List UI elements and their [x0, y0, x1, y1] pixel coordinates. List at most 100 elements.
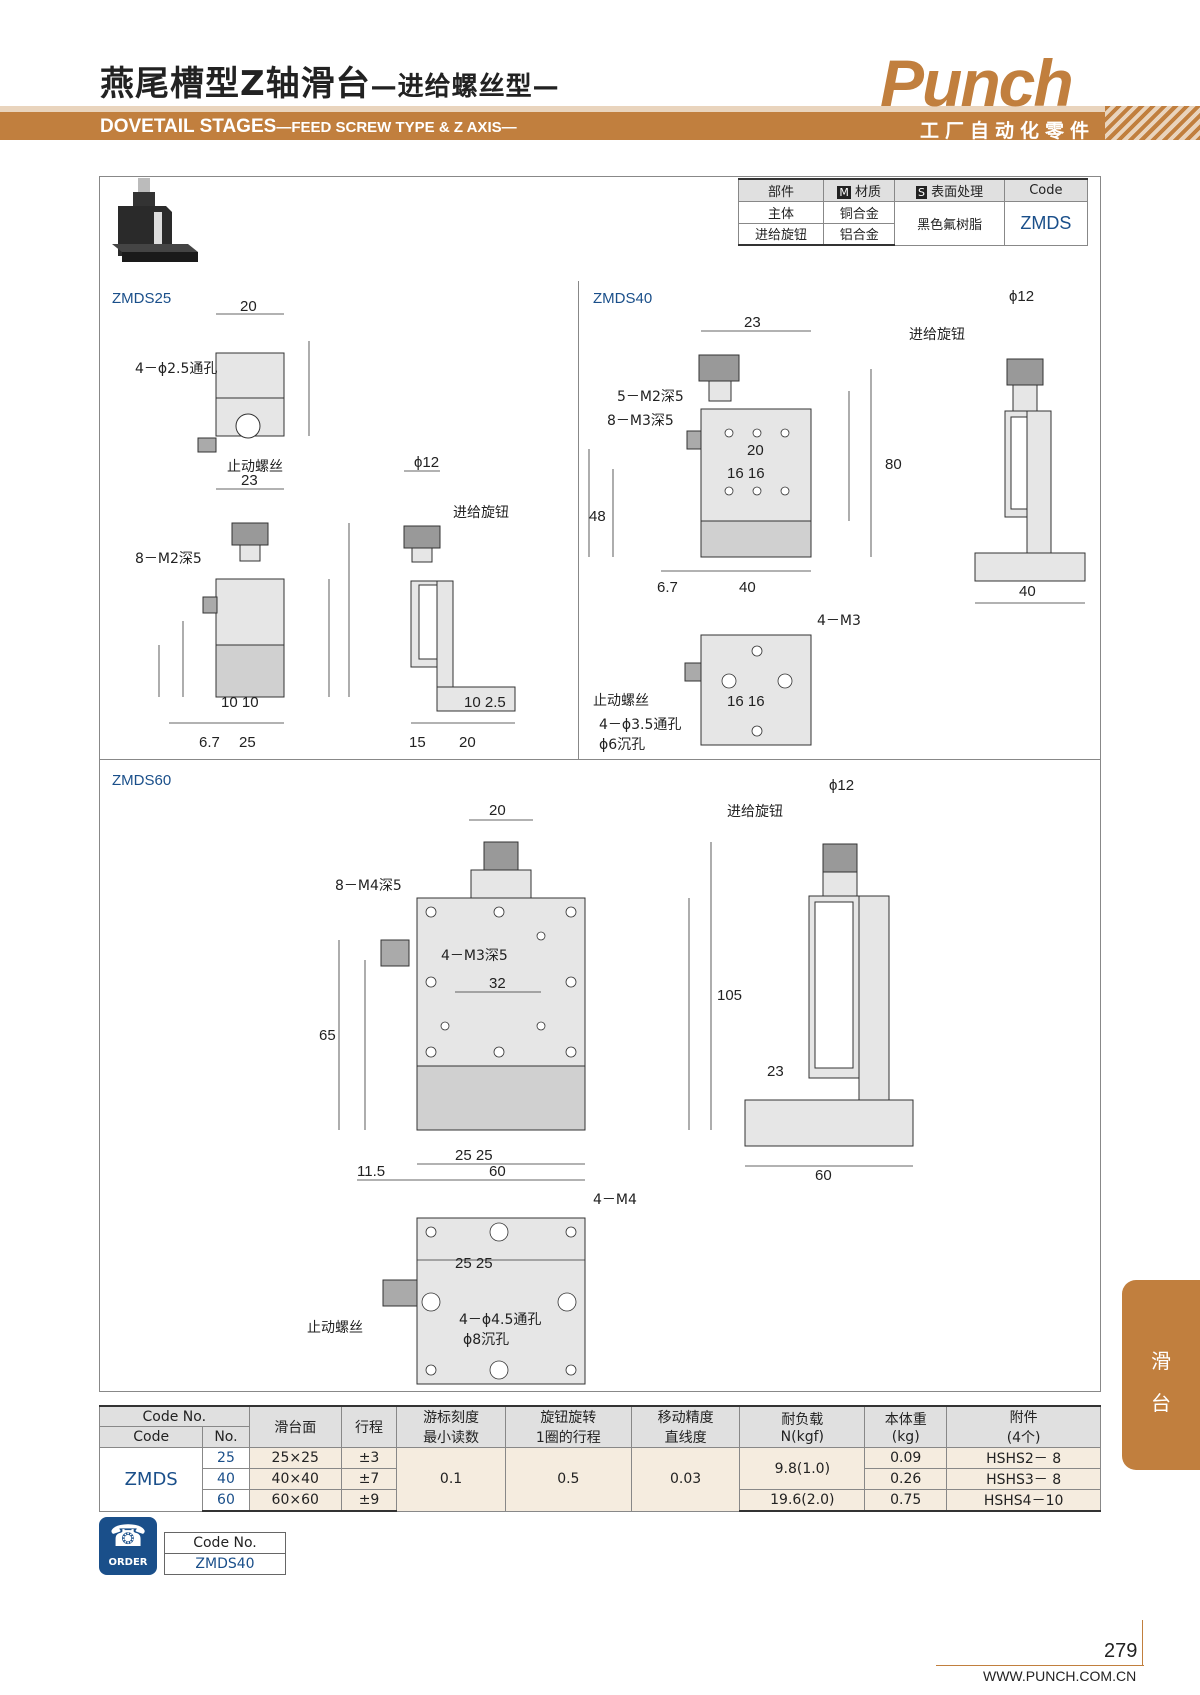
st-h-weight-1: 本体重 [884, 1412, 927, 1428]
website-link[interactable]: WWW.PUNCH.COM.CN [983, 1668, 1137, 1684]
order-code-table: Code No. ZMDS40 [164, 1532, 286, 1575]
dim-10b: 10 2.5 [464, 694, 506, 711]
z40-counterbore [721, 673, 737, 689]
z40-side-stem [1012, 384, 1038, 412]
st-h-load-1: 耐负载 [781, 1412, 824, 1428]
z60-counterbore [421, 1292, 441, 1312]
z60-m3-label: 4－M3深5 [441, 948, 508, 964]
z40-m2-label: 5－M2深5 [617, 389, 684, 405]
st-h-vernier: 游标刻度最小读数 [396, 1405, 506, 1448]
z60-m3-hole [440, 1021, 450, 1031]
dim-60b: 60 [815, 1167, 832, 1184]
z40-hole [751, 645, 763, 657]
mt-h-surface: S 表面处理 [894, 178, 1005, 202]
st-stroke: ±7 [340, 1468, 398, 1490]
photo-knob-top [138, 178, 150, 192]
z40-bottom-screw [684, 662, 702, 682]
z40-counterbore [777, 673, 793, 689]
page-number: 279 [1104, 1640, 1138, 1662]
z60-counterbore [557, 1292, 577, 1312]
z40-knob-label: 进给旋钮 [909, 327, 965, 343]
z40-stop-label: 止动螺丝 [593, 693, 649, 709]
drawing-frame [99, 176, 1101, 1392]
st-h-knob-2: 1圈的行程 [535, 1430, 601, 1446]
st-weight: 0.75 [864, 1489, 948, 1512]
z25-side-knob [403, 525, 441, 549]
order-icon: ☎ ORDER [99, 1517, 157, 1575]
dim-48: 48 [589, 508, 606, 525]
z25-side-scale [418, 584, 438, 660]
dim-60: 60 [489, 1163, 506, 1180]
z60-hole [425, 1226, 437, 1238]
st-surface: 40×40 [248, 1468, 342, 1490]
mt-part: 主体 [738, 200, 824, 224]
page-rule [936, 1665, 1144, 1666]
z60-stop-label: 止动螺丝 [307, 1320, 363, 1336]
banner-light [0, 106, 1200, 112]
badge-m: M [837, 185, 851, 199]
z40-hole [751, 725, 763, 737]
dim-20: 20 [240, 298, 257, 315]
mt-part: 进给旋钮 [738, 222, 824, 246]
z60-counter-label: ϕ8沉孔 [463, 1332, 509, 1348]
st-h-stroke: 行程 [340, 1405, 398, 1448]
side-tab-slide[interactable]: 滑 台 [1122, 1280, 1200, 1470]
z25-phi12: ϕ12 [414, 454, 439, 471]
z40-m3-4-label: 4－M3 [817, 613, 861, 629]
z60-hole [425, 1364, 437, 1376]
panel-label-zmds40: ZMDS40 [593, 290, 653, 307]
panel-divider-vertical [578, 281, 579, 759]
side-tab-line1: 滑 [1151, 1349, 1171, 1373]
st-h-load-2: N(kgf) [780, 1429, 824, 1445]
z60-m3-hole [536, 931, 546, 941]
z40-front-body [700, 408, 812, 522]
st-no: 40 [202, 1468, 250, 1490]
z40-front-base [700, 520, 812, 558]
z40-knob-stem [708, 380, 732, 402]
st-h-weight-2: (kg) [891, 1429, 920, 1445]
st-h-accuracy-2: 直线度 [664, 1430, 707, 1446]
z60-hole [565, 976, 577, 988]
z40-phi12: ϕ12 [1009, 288, 1034, 305]
dim-105: 105 [717, 987, 742, 1004]
page-title: 燕尾槽型Z轴滑台—进给螺丝型— [100, 56, 560, 105]
z60-hole [565, 906, 577, 918]
st-h-surface: 滑台面 [248, 1405, 342, 1448]
st-knob: 0.5 [504, 1447, 632, 1512]
z40-hole [724, 428, 734, 438]
z40-side-column [1026, 410, 1052, 558]
st-load: 19.6(2.0) [739, 1489, 866, 1512]
z40-front-screw [686, 430, 702, 450]
z60-phi12: ϕ12 [829, 777, 854, 794]
dim-20: 20 [489, 802, 506, 819]
st-h-codeno: Code No. [99, 1405, 250, 1428]
z40-m3-label: 8－M3深5 [607, 413, 674, 429]
st-h-no: No. [202, 1426, 250, 1448]
dim-65: 65 [319, 1027, 336, 1044]
z60-hole [425, 906, 437, 918]
z60-hole [493, 1046, 505, 1058]
z60-front-body [416, 897, 586, 1067]
z60-m3-hole [536, 1021, 546, 1031]
st-h-knob-1: 旋钮旋转 [540, 1410, 597, 1426]
st-vernier: 0.1 [396, 1447, 506, 1512]
z25-side-foot [436, 686, 516, 712]
dim-40b: 40 [1019, 583, 1036, 600]
badge-s: S [916, 185, 927, 199]
order-icon-label: ORDER [108, 1557, 148, 1568]
page-rule-vertical [1142, 1620, 1143, 1666]
st-h-vernier-1: 游标刻度 [423, 1410, 480, 1426]
dim-16: 16 16 [727, 465, 765, 482]
dim-25b: 25 25 [455, 1255, 493, 1272]
st-acc: HSHS2－ 8 [946, 1447, 1101, 1469]
z60-front-base [416, 1065, 586, 1131]
z60-hole [493, 906, 505, 918]
title-main: 燕尾槽型Z轴滑台 [100, 64, 371, 104]
st-acc: HSHS3－ 8 [946, 1468, 1101, 1490]
side-tab-line2: 台 [1151, 1391, 1171, 1415]
z25-stop-label: 止动螺丝 [227, 459, 283, 475]
dim-23: 23 [767, 1063, 784, 1080]
z60-m4-4-label: 4－M4 [593, 1192, 637, 1208]
z60-hole [565, 1364, 577, 1376]
st-surface: 60×60 [248, 1489, 342, 1512]
